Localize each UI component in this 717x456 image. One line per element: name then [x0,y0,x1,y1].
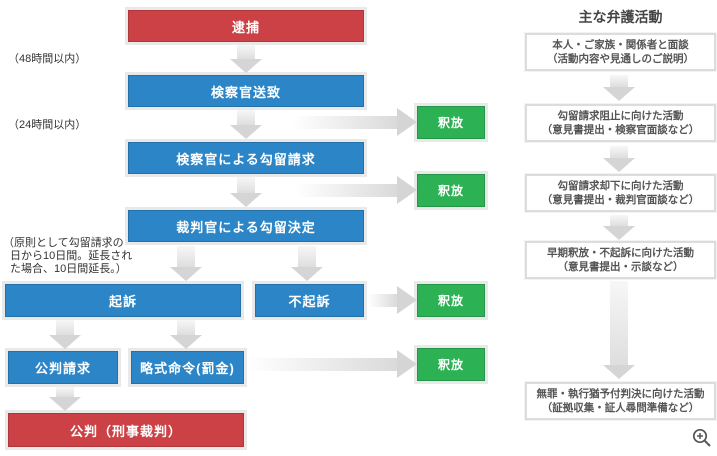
defense-panel-2-line2: （意見書提出・検察官面談など） [541,124,700,136]
flow-box-release-4: 釈放 [417,348,485,381]
defense-panel-1-line2: （活動内容や見通しのご説明） [547,53,694,65]
note-detention-line2: 日から10日間。延長され [10,250,133,262]
flow-box-non-indictment: 不起訴 [255,284,364,317]
flow-box-summary-order: 略式命令(罰金) [131,351,244,384]
arrow-down-icon [603,75,635,101]
arrow-right-icon [248,350,417,378]
defense-panel-3-line1: 勾留請求却下に向けた活動 [557,180,684,192]
arrow-down-icon [603,215,635,240]
flow-box-release-3: 釈放 [417,284,485,317]
defense-panel-2-line1: 勾留請求阻止に向けた活動 [557,110,684,122]
arrow-right-icon [296,176,417,204]
flow-box-release-1: 釈放 [417,106,485,139]
note-detention-period: （原則として勾留請求の 日から10日間。延長され た場合、10日間延長。） [3,237,132,276]
defense-panel-5-line1: 無罪・執行猶予付判決に向けた活動 [536,388,705,400]
defense-panel-2: 勾留請求阻止に向けた活動 （意見書提出・検察官面談など） [525,104,716,142]
defense-panel-3: 勾留請求却下に向けた活動 （意見書提出・裁判官面談など） [525,174,716,212]
defense-panel-5-line2: （証拠収集・証人尋問準備など） [541,402,700,414]
arrow-down-icon [49,320,81,349]
arrow-down-icon [603,146,635,172]
defense-panel-1: 本人・ご家族・関係者と面談 （活動内容や見通しのご説明） [525,33,716,71]
flow-box-trial-request: 公判請求 [8,351,118,384]
flow-box-arrest: 逮捕 [128,10,364,42]
arrow-down-icon [49,387,81,411]
defense-panel-5: 無罪・執行猶予付判決に向けた活動 （証拠収集・証人尋問準備など） [525,382,716,420]
arrow-down-icon [230,177,262,207]
defense-column-title: 主な弁護活動 [578,9,663,25]
arrow-down-icon [170,320,202,349]
defense-panel-3-line2: （意見書提出・裁判官面談など） [541,194,700,206]
flow-box-release-2: 釈放 [417,174,485,207]
arrow-down-icon [291,246,323,281]
note-within-48h: （48時間以内） [8,53,87,65]
flow-box-detention-decision: 裁判官による勾留決定 [128,210,364,242]
arrow-down-icon [170,246,202,281]
flow-box-indictment: 起訴 [5,284,241,317]
flow-box-prosecutor-referral: 検察官送致 [128,75,364,107]
flow-box-detention-request: 検察官による勾留請求 [128,142,364,174]
defense-panel-1-line1: 本人・ご家族・関係者と面談 [552,39,689,51]
arrow-right-icon [292,108,417,136]
arrow-down-icon [230,110,262,139]
arrow-down-icon [603,281,635,379]
note-detention-line3: た場合、10日間延長。） [10,263,127,275]
arrow-right-icon [368,286,417,314]
defense-panel-4: 早期釈放・不起訴に向けた活動 （意見書提出・示談など） [525,241,716,279]
defense-panel-4-line1: 早期釈放・不起訴に向けた活動 [547,247,694,259]
zoom-in-icon[interactable] [691,427,712,448]
flow-box-trial: 公判（刑事裁判） [8,413,244,447]
defense-panel-4-line2: （意見書提出・示談など） [557,261,684,273]
note-within-24h: （24時間以内） [8,119,87,131]
note-detention-line1: （原則として勾留請求の [3,237,124,249]
arrow-down-icon [230,45,262,73]
